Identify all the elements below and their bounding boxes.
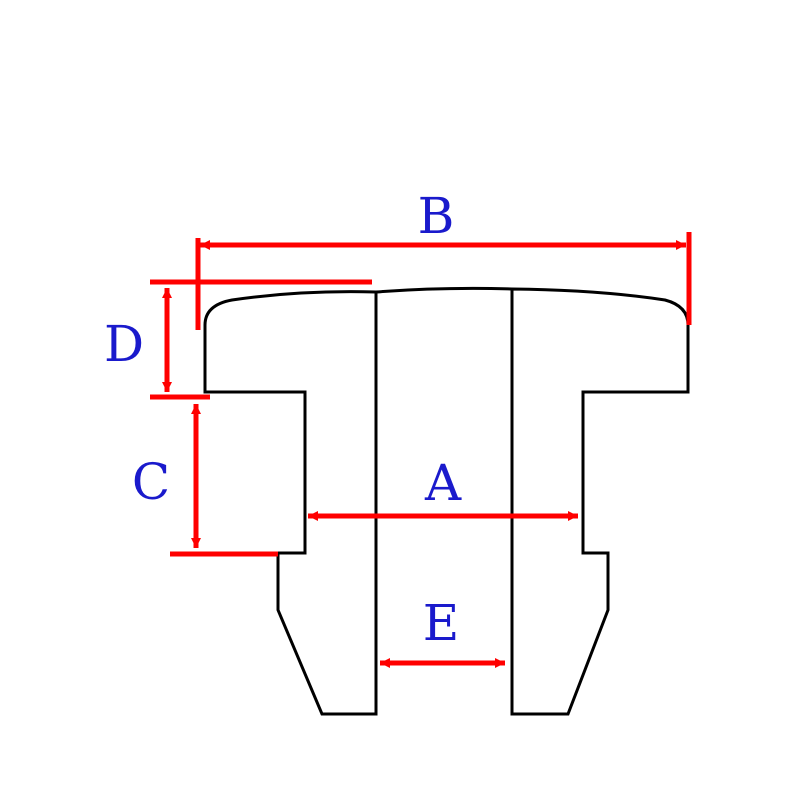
label-c: C — [132, 453, 170, 511]
part-top-arc — [375, 286, 513, 294]
label-b: B — [418, 187, 455, 245]
label-a: A — [424, 454, 462, 512]
part-right-half — [510, 287, 690, 716]
part-left-half — [203, 290, 378, 716]
label-e: E — [423, 594, 460, 652]
label-d: D — [104, 315, 144, 373]
